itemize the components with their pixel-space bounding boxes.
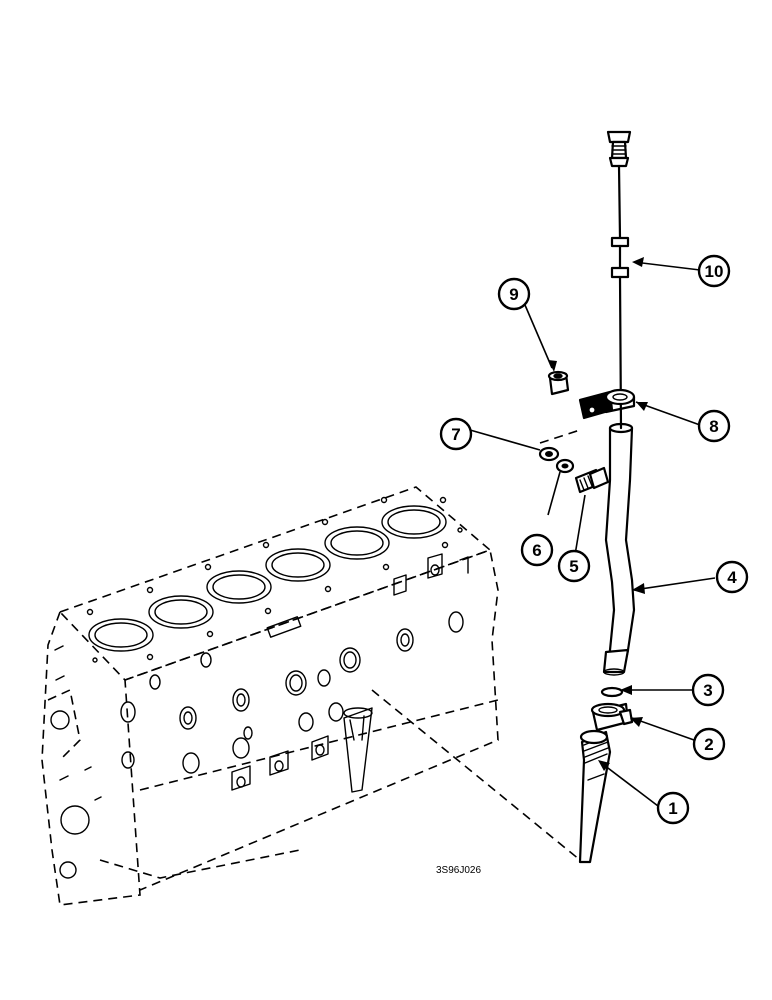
adapter-fitting [590,702,634,732]
callout-6: 6 [520,533,554,567]
assembly-path-line [371,689,581,861]
cylinder-bores [86,496,463,663]
engine-block [41,486,499,906]
callout-4: 4 [715,560,749,594]
leader-arrowheads [548,257,648,771]
leader-lines [469,261,716,807]
lock-washer [555,458,575,474]
lower-tube [578,729,612,864]
bolt [574,466,610,494]
dipstick [606,130,632,430]
dipstick-tube [602,422,636,676]
callout-1: 1 [656,791,690,825]
svg-text:9: 9 [509,285,518,304]
callout-8: 8 [697,409,731,443]
svg-text:2: 2 [704,735,713,754]
svg-text:6: 6 [532,541,541,560]
callout-2: 2 [692,727,726,761]
callout-5: 5 [557,549,591,583]
bracket [578,388,636,420]
bracket-bolt-path [539,429,581,444]
svg-text:3: 3 [703,681,712,700]
figure-code: 3S96J026 [436,865,481,876]
o-ring [600,686,624,698]
svg-text:8: 8 [709,417,718,436]
callout-3: 3 [691,673,725,707]
callout-7: 7 [439,417,473,451]
svg-text:10: 10 [705,262,724,281]
svg-text:4: 4 [727,568,737,587]
spacer [547,370,570,396]
flat-washer [538,446,560,462]
callout-9: 9 [497,277,531,311]
callout-10: 10 [697,254,731,288]
block-side-bosses [120,553,469,793]
svg-text:7: 7 [451,425,460,444]
svg-text:1: 1 [668,799,677,818]
svg-text:5: 5 [569,557,578,576]
